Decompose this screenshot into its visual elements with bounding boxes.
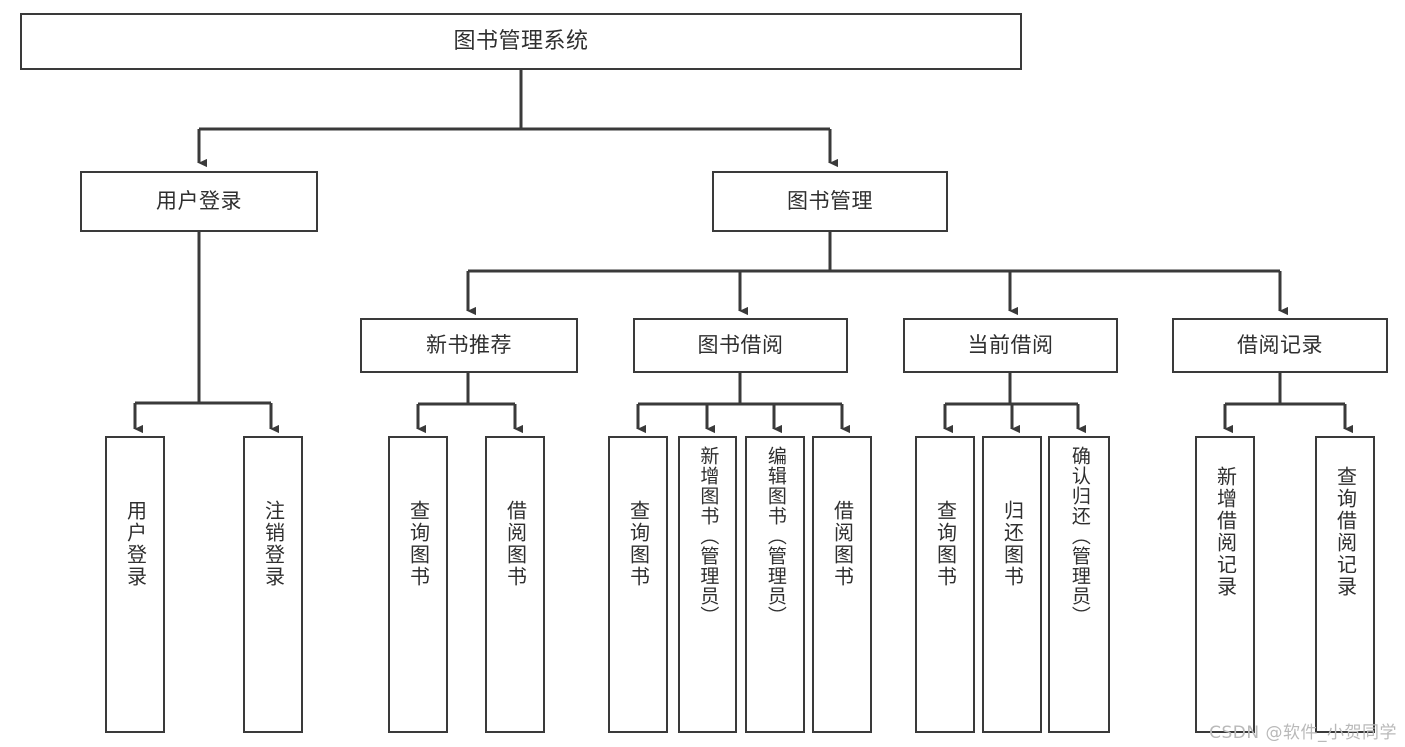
node-leaf-add-record[interactable]: 新增借阅记录 bbox=[1195, 436, 1255, 733]
node-leaf-edit-book[interactable]: 编辑图书（管理员） bbox=[745, 436, 805, 733]
node-label: 编辑图书（管理员） bbox=[764, 446, 787, 626]
node-leaf-confirm-return[interactable]: 确认归还（管理员） bbox=[1048, 436, 1110, 733]
node-current-borrow[interactable]: 当前借阅 bbox=[903, 318, 1118, 373]
node-label: 图书借阅 bbox=[697, 333, 784, 358]
node-leaf-query-book-3[interactable]: 查询图书 bbox=[915, 436, 975, 733]
node-label: 图书管理系统 bbox=[453, 28, 589, 54]
node-label: 新增借阅记录 bbox=[1213, 466, 1238, 598]
node-leaf-return-book[interactable]: 归还图书 bbox=[982, 436, 1042, 733]
node-leaf-query-record[interactable]: 查询借阅记录 bbox=[1315, 436, 1375, 733]
node-label: 新增图书（管理员） bbox=[697, 446, 720, 626]
node-leaf-borrow-book-1[interactable]: 借阅图书 bbox=[485, 436, 545, 733]
node-root-system[interactable]: 图书管理系统 bbox=[20, 13, 1022, 70]
node-label: 图书管理 bbox=[787, 189, 873, 214]
node-label: 查询图书 bbox=[406, 500, 431, 588]
node-label: 借阅图书 bbox=[830, 500, 855, 588]
node-label: 新书推荐 bbox=[426, 333, 512, 358]
csdn-watermark: CSDN @软件_小贺同学 bbox=[1209, 723, 1397, 743]
node-label: 当前借阅 bbox=[967, 333, 1054, 358]
node-label: 注销登录 bbox=[261, 500, 286, 588]
node-label: 查询图书 bbox=[933, 500, 958, 588]
node-leaf-logout[interactable]: 注销登录 bbox=[243, 436, 303, 733]
node-book-borrow[interactable]: 图书借阅 bbox=[633, 318, 848, 373]
node-label: 查询图书 bbox=[626, 500, 651, 588]
node-label: 借阅记录 bbox=[1237, 333, 1323, 358]
node-label: 确认归还（管理员） bbox=[1068, 446, 1091, 626]
node-borrow-record[interactable]: 借阅记录 bbox=[1172, 318, 1388, 373]
node-label: 查询借阅记录 bbox=[1333, 466, 1358, 598]
node-label: 用户登录 bbox=[156, 189, 242, 214]
node-book-manage[interactable]: 图书管理 bbox=[712, 171, 948, 232]
node-leaf-borrow-book-2[interactable]: 借阅图书 bbox=[812, 436, 872, 733]
node-new-book-recommend[interactable]: 新书推荐 bbox=[360, 318, 578, 373]
node-user-login[interactable]: 用户登录 bbox=[80, 171, 318, 232]
node-label: 归还图书 bbox=[1000, 500, 1025, 588]
node-leaf-query-book-1[interactable]: 查询图书 bbox=[388, 436, 448, 733]
node-leaf-query-book-2[interactable]: 查询图书 bbox=[608, 436, 668, 733]
node-label: 借阅图书 bbox=[503, 500, 528, 588]
node-leaf-add-book[interactable]: 新增图书（管理员） bbox=[678, 436, 737, 733]
node-label: 用户登录 bbox=[123, 500, 148, 588]
node-leaf-user-login[interactable]: 用户登录 bbox=[105, 436, 165, 733]
